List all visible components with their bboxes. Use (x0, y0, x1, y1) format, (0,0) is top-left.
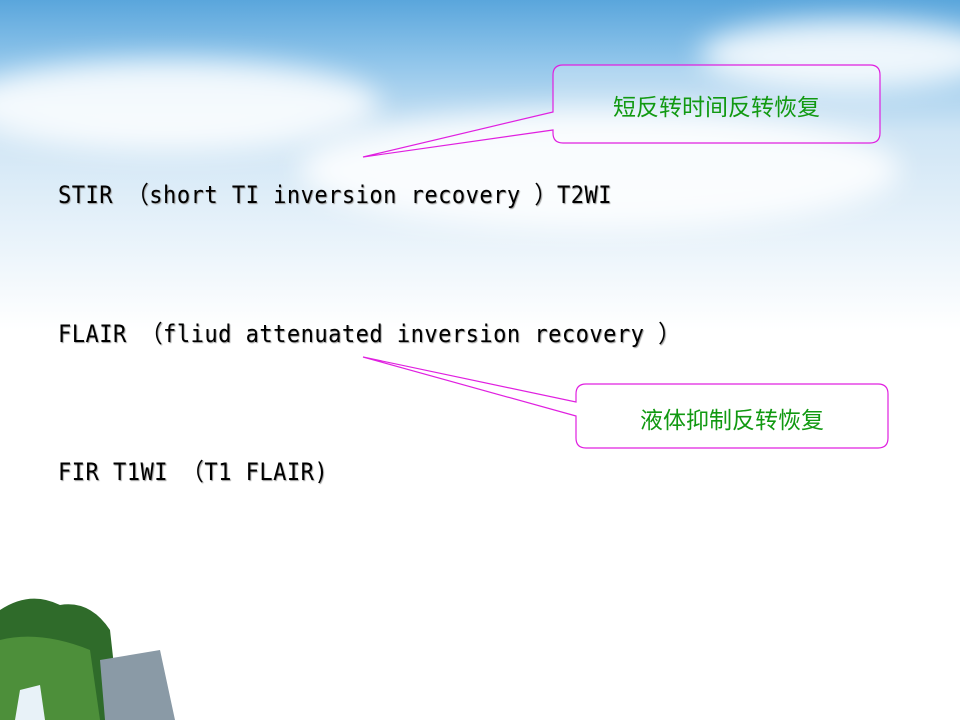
callout-1-shape (362, 64, 881, 158)
landscape-image (0, 598, 175, 720)
flair-line: FLAIR （fliud attenuated inversion recove… (58, 320, 681, 348)
cloud (700, 20, 960, 90)
stir-line: STIR （short TI inversion recovery ）T2WI (58, 181, 612, 209)
callout-2-text: 液体抑制反转恢复 (640, 408, 824, 434)
callout-1-text: 短反转时间反转恢复 (613, 95, 820, 121)
callout-2-shape (362, 356, 889, 449)
fir-line: FIR T1WI （T1 FLAIR) (58, 458, 329, 486)
cloud (300, 110, 900, 230)
cloud (0, 60, 380, 150)
